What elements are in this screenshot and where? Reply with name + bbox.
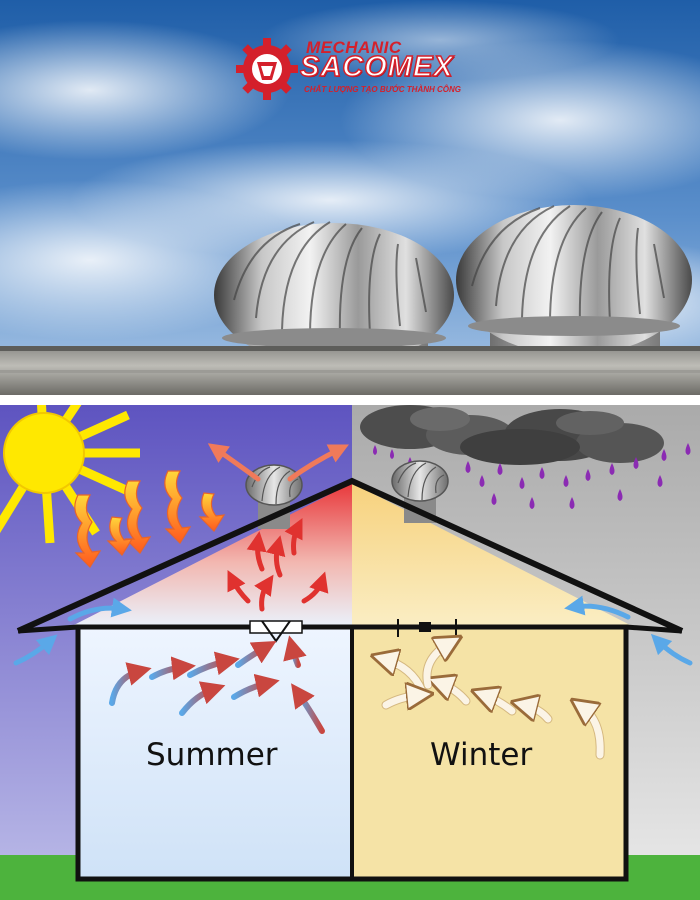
soffit-intake-arrows — [13, 595, 693, 666]
winter-circulation-arrows — [384, 643, 605, 760]
ventilation-diagram-scene — [0, 405, 700, 900]
ventilation-diagram: Summer Winter — [0, 405, 700, 900]
summer-circulation-arrows — [109, 635, 325, 734]
rain-drops-icon — [373, 443, 691, 509]
exhaust-arrows — [207, 443, 349, 612]
heat-wave-arrows — [74, 470, 226, 568]
winter-label: Winter — [430, 737, 533, 773]
turbine-photo: MECHANIC SACOMEX CHẤT LƯỢNG TẠO BƯỚC THÀ… — [0, 0, 700, 395]
house-outline — [16, 477, 684, 882]
left-turbine — [214, 221, 454, 367]
gear-logo-icon — [236, 38, 298, 100]
summer-ceiling-vent-icon — [249, 620, 303, 643]
brand-logo: MECHANIC SACOMEX CHẤT LƯỢNG TẠO BƯỚC THÀ… — [232, 34, 482, 104]
storm-cloud-icon — [360, 405, 664, 465]
summer-label: Summer — [146, 737, 278, 773]
right-turbine — [456, 205, 692, 362]
logo-tagline: CHẤT LƯỢNG TẠO BƯỚC THÀNH CÔNG — [304, 85, 461, 94]
logo-top-text: MECHANIC — [306, 38, 402, 57]
winter-ceiling-damper-icon — [397, 619, 457, 637]
sun-icon — [0, 405, 140, 544]
turbine-photo-scene — [0, 0, 700, 395]
logo-main-text: SACOMEX — [299, 50, 454, 84]
section-divider — [0, 395, 700, 405]
